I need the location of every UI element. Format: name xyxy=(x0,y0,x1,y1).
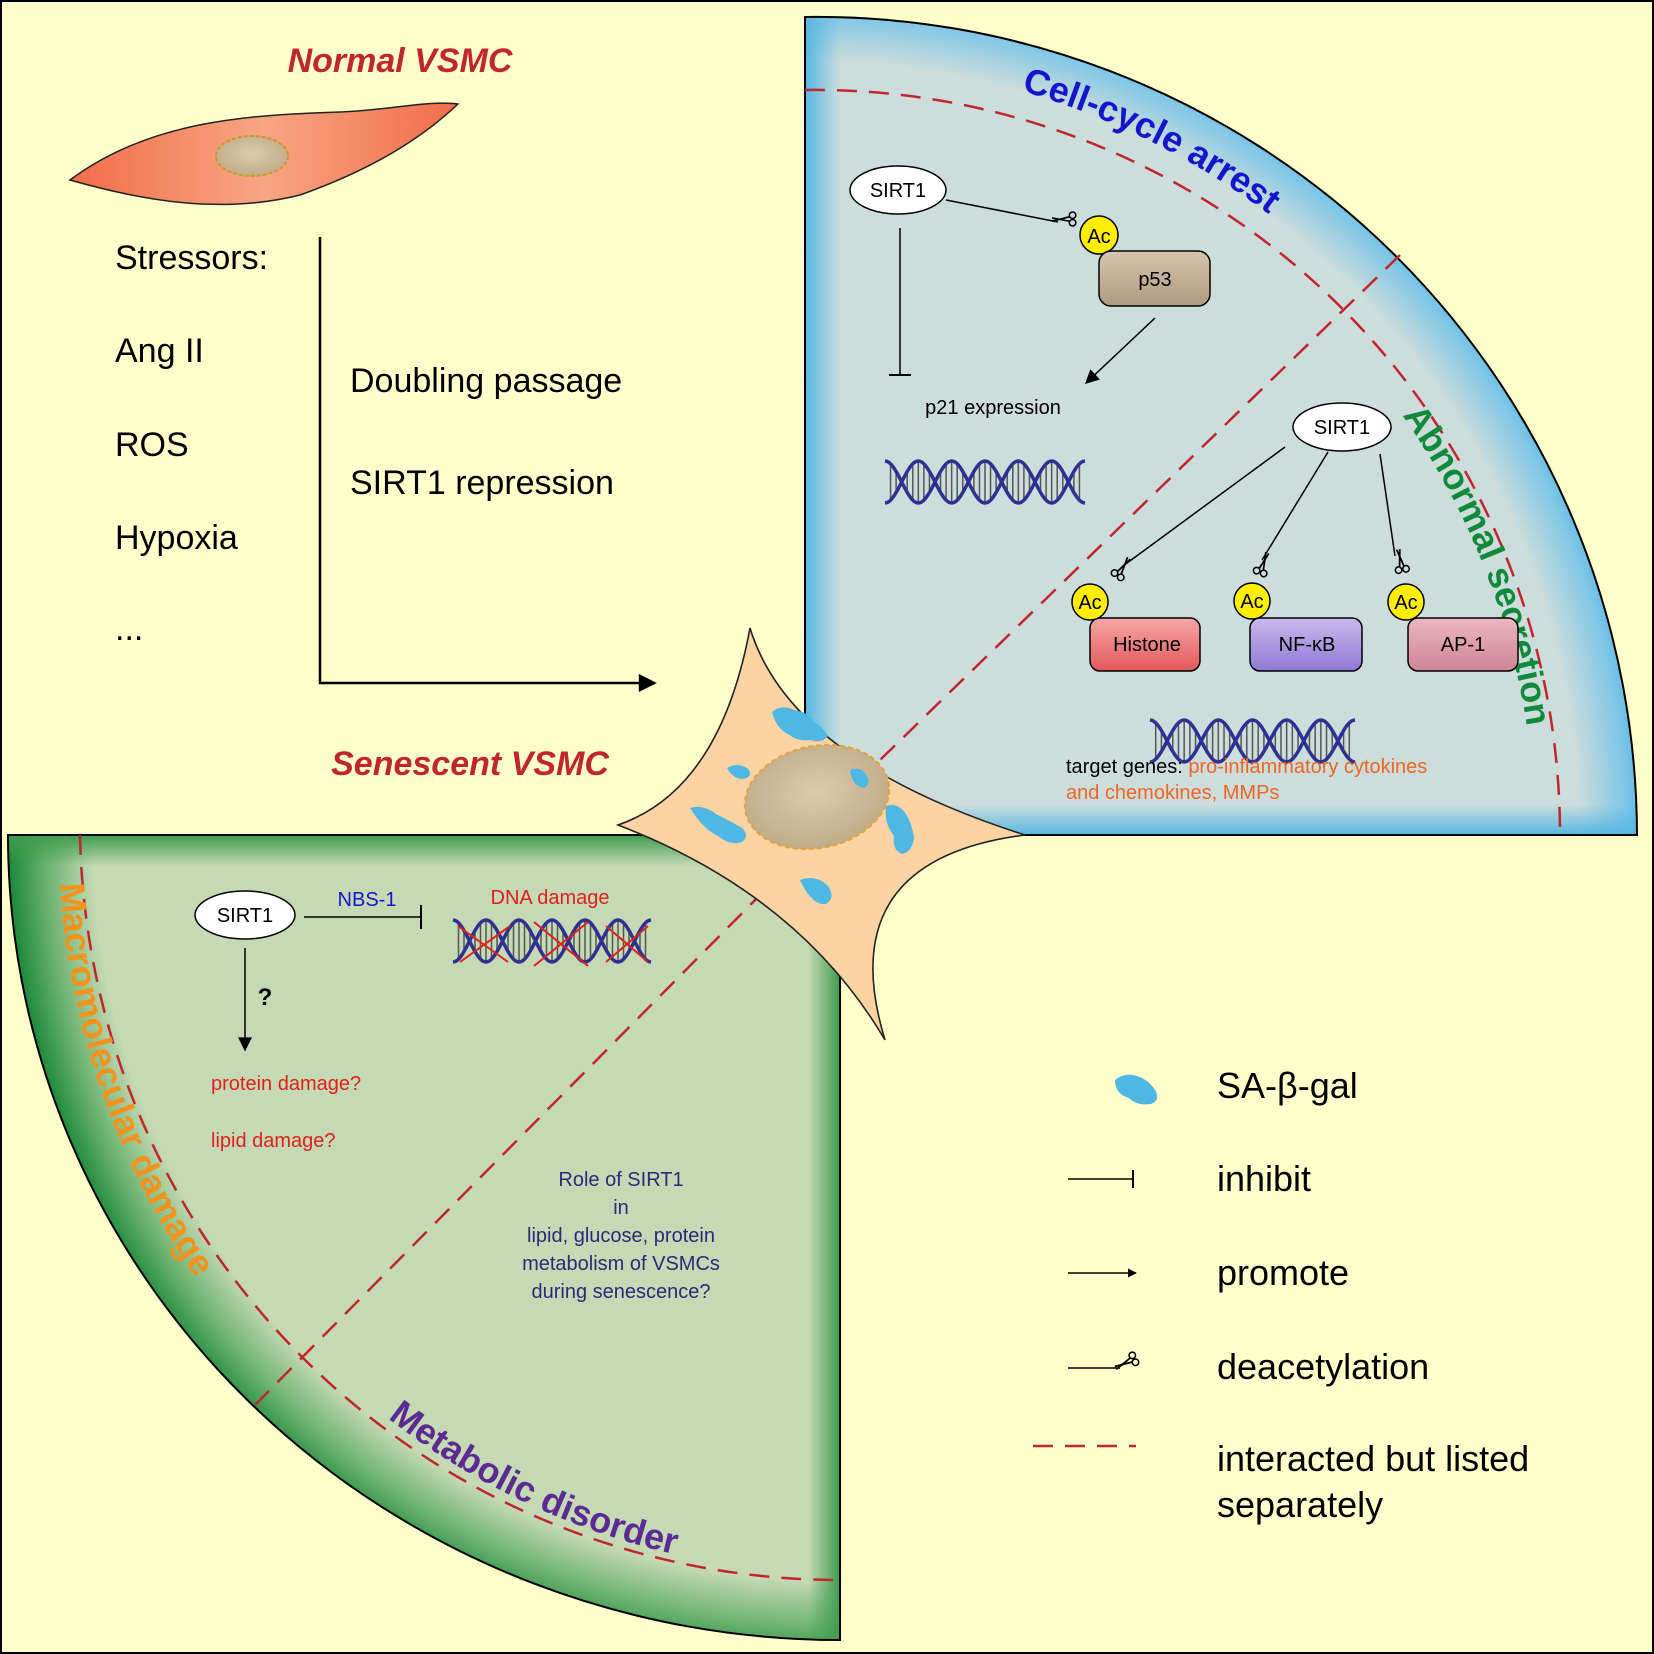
role-line-4: metabolism of VSMCs xyxy=(522,1253,720,1275)
target-genes-line1: target genes: pro-inflammatory cytokines xyxy=(1066,756,1427,778)
sa-bgal-granules xyxy=(690,707,914,905)
legend-promote: promote xyxy=(1217,1252,1349,1293)
dashed-dividers xyxy=(78,88,1562,1582)
stressor-ros: ROS xyxy=(115,426,189,464)
ac-label-histone: Ac xyxy=(1078,592,1101,614)
stressors-heading: Stressors: xyxy=(115,239,268,277)
cell-cycle-content: SIRT1 Ac p53 p21 expression xyxy=(849,165,1211,505)
legend-inhibit: inhibit xyxy=(1217,1158,1311,1199)
nfkb-label: NF-κB xyxy=(1279,634,1336,656)
stressor-arrow xyxy=(318,237,657,692)
stressor-ellipsis: ... xyxy=(115,610,143,648)
legend-dashed-text-2: separately xyxy=(1217,1484,1383,1525)
deacetylation-line-p53 xyxy=(945,199,1059,223)
nbs1-label: NBS-1 xyxy=(338,889,397,911)
sirt1-node-secretion xyxy=(1292,402,1392,452)
dna-strand xyxy=(452,918,652,964)
ap1-node xyxy=(1407,617,1519,672)
dna-damage-marks xyxy=(457,921,649,967)
legend-deacetylation: deacetylation xyxy=(1217,1346,1429,1387)
senescent-vsmc-label: Senescent VSMC xyxy=(331,745,609,783)
secretion-content: SIRT1 Histone Ac NF-κB Ac AP-1 Ac target… xyxy=(1066,402,1519,804)
ap1-label: AP-1 xyxy=(1441,634,1485,656)
target-genes-line2: and chemokines, MMPs xyxy=(1066,782,1279,804)
sa-bgal-icon xyxy=(1115,1074,1158,1105)
dna-strand xyxy=(1149,718,1356,764)
sirt1-node-cell-cycle xyxy=(849,165,947,215)
p53-node xyxy=(1098,250,1211,307)
p21-label: p21 expression xyxy=(925,397,1061,419)
ac-badge-p53 xyxy=(1079,215,1119,255)
ac-badge-nfkb xyxy=(1233,582,1271,620)
dna-helix-targets xyxy=(1149,718,1356,764)
stressors-list: Stressors: Ang II ROS Hypoxia ... Doubli… xyxy=(115,239,622,648)
role-line-2: in xyxy=(613,1197,629,1219)
dna-helix-p21 xyxy=(884,459,1086,505)
macromolecular-content: SIRT1 NBS-1 DNA damage ? protein damage?… xyxy=(194,887,652,1152)
ac-label-nfkb: Ac xyxy=(1240,591,1263,613)
stressor-hypoxia: Hypoxia xyxy=(115,519,238,557)
stressor-ang-ii: Ang II xyxy=(115,332,204,370)
legend-dashed-text-1: interacted but listed xyxy=(1217,1438,1529,1479)
role-line-3: lipid, glucose, protein xyxy=(527,1225,715,1247)
role-line-1: Role of SIRT1 xyxy=(558,1169,683,1191)
metabolic-role-text: Role of SIRT1 in lipid, glucose, protein… xyxy=(522,1169,720,1303)
nfkb-node xyxy=(1249,617,1363,672)
sirt1-label-secretion: SIRT1 xyxy=(1314,417,1370,439)
role-line-5: during senescence? xyxy=(531,1281,710,1303)
ac-badge-histone xyxy=(1071,583,1109,621)
senescent-vsmc-cell xyxy=(615,627,1026,1041)
dna-strand xyxy=(1149,718,1356,764)
legend-sa-bgal: SA-β-gal xyxy=(1217,1065,1358,1106)
dna-helix-damaged xyxy=(452,918,652,964)
legend: SA-β-gal inhibit promote deacetylation i… xyxy=(1033,1065,1529,1525)
dna-damage-label: DNA damage xyxy=(491,887,610,909)
lipid-damage-label: lipid damage? xyxy=(211,1130,336,1152)
promote-arrow-p21 xyxy=(1084,317,1156,384)
dna-strand xyxy=(884,459,1086,505)
ac-label-ap1: Ac xyxy=(1394,592,1417,614)
dna-strand xyxy=(884,459,1086,505)
ac-badge-ap1 xyxy=(1387,583,1425,621)
dna-strand xyxy=(452,918,652,964)
normal-vsmc-label: Normal VSMC xyxy=(288,42,513,80)
sirt1-label-macromolecular: SIRT1 xyxy=(217,905,273,927)
normal-vsmc-cell xyxy=(68,102,460,206)
sirt1-node-macromolecular xyxy=(194,890,296,940)
p53-label: p53 xyxy=(1138,269,1171,291)
histone-label: Histone xyxy=(1113,634,1181,656)
sirt1-label-cell-cycle: SIRT1 xyxy=(870,180,926,202)
histone-node xyxy=(1089,617,1201,672)
stressor-sirt1-repression: SIRT1 repression xyxy=(350,464,614,502)
ac-label-p53: Ac xyxy=(1087,226,1110,248)
stressor-doubling-passage: Doubling passage xyxy=(350,362,622,400)
protein-damage-label: protein damage? xyxy=(211,1073,361,1095)
question-mark: ? xyxy=(258,984,273,1011)
